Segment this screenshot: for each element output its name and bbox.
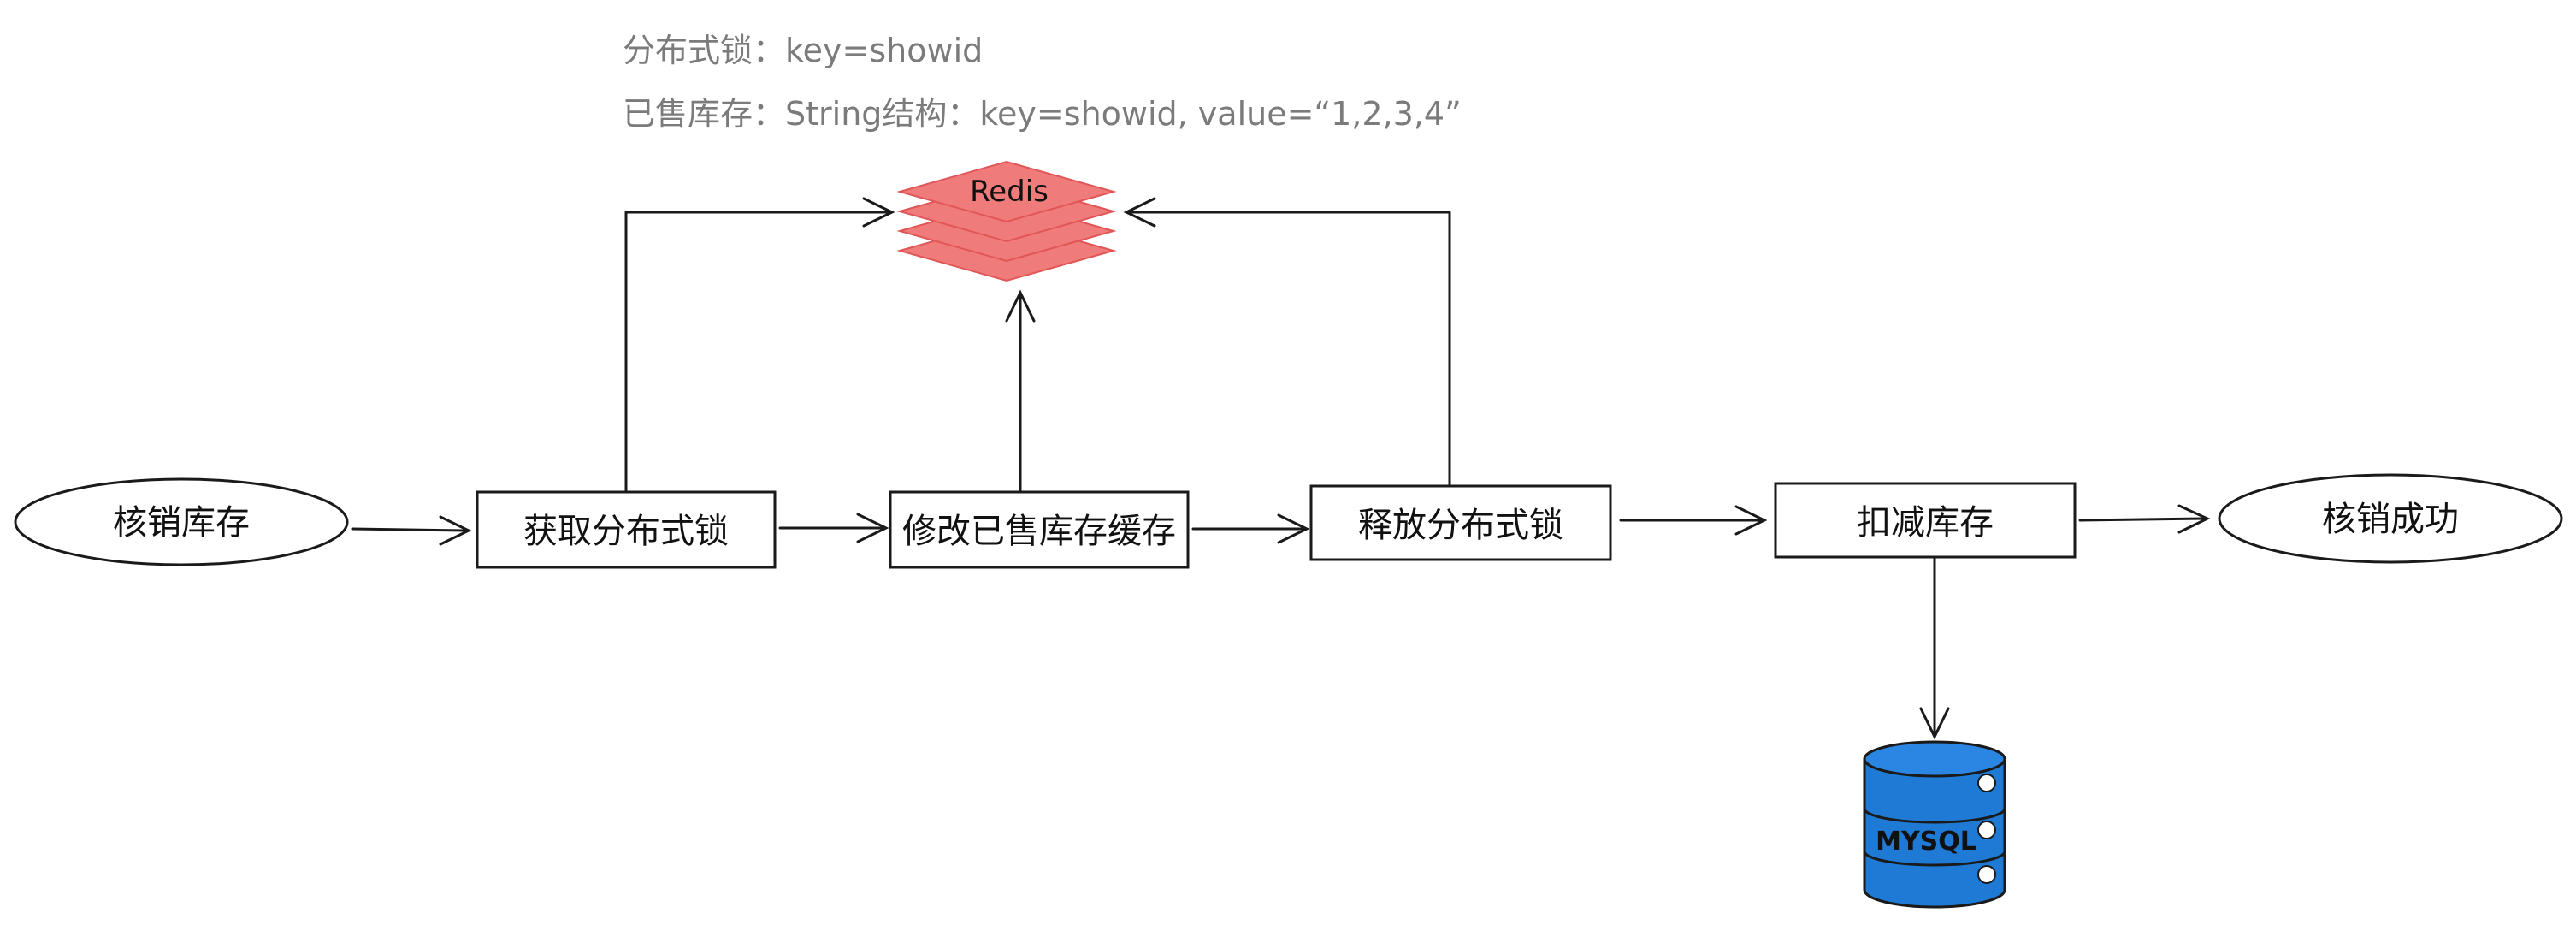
redis-icon: Redis: [896, 160, 1117, 282]
lock-key-note: 分布式锁：key=showid: [623, 32, 983, 69]
arrow-deduct-to-end: [2078, 517, 2207, 522]
arrow-acquire-to-redis-head: [862, 197, 895, 228]
start-node: 核销库存: [14, 477, 349, 566]
end-node: 核销成功: [2218, 473, 2563, 564]
redis-label: Redis: [970, 175, 1049, 209]
deduct-stock-node: 扣减库存: [1774, 482, 2077, 559]
arrow-acquire-to-redis: [624, 211, 891, 494]
start-node-label: 核销库存: [113, 503, 250, 543]
arrow-update-to-release-head: [1277, 513, 1310, 544]
sold-stock-note: 已售库存：String结构：key=showid, value=“1,2,3,4…: [623, 95, 1462, 133]
mysql-label: MYSQL: [1876, 827, 1976, 857]
arrow-release-to-redis-head: [1123, 197, 1156, 228]
arrow-start-to-acquire: [351, 527, 468, 532]
arrow-deduct-to-mysql-head: [1919, 707, 1950, 740]
acquire-lock-label: 获取分布式锁: [523, 512, 729, 551]
arrow-release-to-deduct-head: [1734, 505, 1768, 536]
update-cache-node: 修改已售库存缓存: [889, 490, 1190, 569]
mysql-icon: MYSQL: [1863, 740, 2006, 909]
release-lock-label: 释放分布式锁: [1358, 506, 1563, 545]
arrow-release-to-redis: [1127, 211, 1451, 488]
arrow-update-to-redis-head: [1005, 289, 1036, 323]
update-cache-label: 修改已售库存缓存: [902, 512, 1176, 551]
arrow-start-to-acquire-head: [439, 515, 472, 546]
end-node-label: 核销成功: [2322, 500, 2459, 539]
deduct-stock-label: 扣减库存: [1857, 503, 1994, 543]
arrow-deduct-to-end-head: [2177, 504, 2211, 534]
arrow-acquire-to-update-head: [856, 513, 889, 543]
acquire-lock-node: 获取分布式锁: [476, 490, 777, 569]
connectors: [351, 197, 2211, 740]
release-lock-node: 释放分布式锁: [1309, 484, 1612, 561]
